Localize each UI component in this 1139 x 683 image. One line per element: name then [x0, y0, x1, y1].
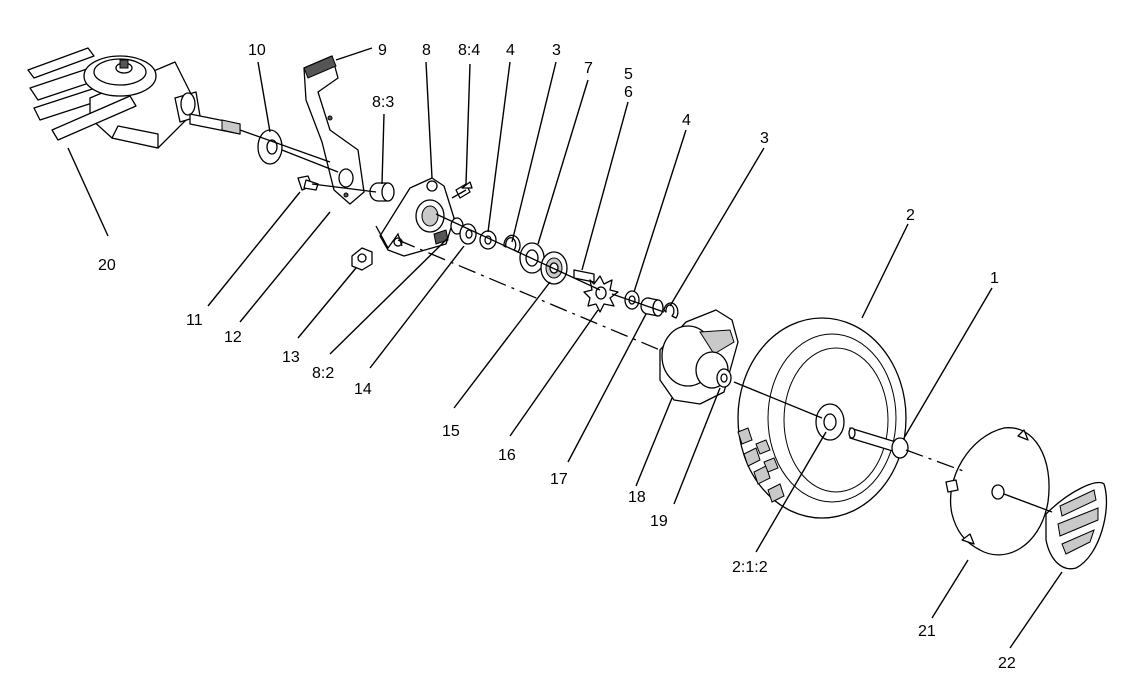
part-19-bushing	[716, 368, 732, 388]
part-10-washer	[257, 129, 283, 165]
callout-5: 5	[624, 66, 633, 83]
callout-22: 22	[998, 655, 1016, 672]
callout-18: 18	[628, 489, 646, 506]
callout-8-4: 8:4	[458, 42, 480, 59]
leader-4a	[487, 61, 511, 233]
leader-11	[207, 191, 301, 307]
leader-8-2	[329, 237, 449, 355]
callout-6: 6	[624, 84, 633, 101]
leader-8-4	[465, 63, 471, 185]
part-21-hubcap-plate	[945, 427, 1050, 556]
part-20-transmission	[27, 47, 241, 149]
leader-19	[673, 387, 721, 505]
leader-3b	[669, 147, 765, 307]
part-22-wheel-cap	[1045, 481, 1108, 570]
leader-9	[335, 47, 373, 61]
leader-12	[239, 211, 331, 323]
callout-2: 2	[906, 207, 915, 224]
callout-12: 12	[224, 329, 242, 346]
callout-11: 11	[186, 312, 203, 329]
leader-15	[453, 281, 551, 409]
callout-19: 19	[650, 513, 668, 530]
callout-15: 15	[442, 423, 460, 440]
callout-17: 17	[550, 471, 568, 488]
callout-21: 21	[918, 623, 936, 640]
part-11-bolt	[297, 175, 319, 191]
leader-1	[903, 287, 993, 439]
leader-21	[931, 559, 969, 619]
part-4-washer-outer	[624, 290, 640, 310]
callout-7: 7	[584, 60, 593, 77]
leader-10	[257, 61, 271, 133]
callout-1: 1	[990, 270, 999, 287]
leader-5-6	[581, 101, 629, 271]
leader-lines	[67, 47, 1063, 649]
callout-8-3: 8:3	[372, 94, 394, 111]
leader-16	[509, 309, 599, 437]
part-15-bearing	[540, 251, 568, 285]
leader-2-1-2	[755, 431, 827, 553]
part-3-clip-outer	[663, 302, 679, 319]
leader-14	[369, 245, 465, 369]
part-8-4-fitting	[455, 181, 473, 199]
leader-22	[1009, 571, 1063, 649]
callout-4a: 4	[506, 42, 515, 59]
part-1-axle-bolt	[848, 427, 909, 459]
callout-labels: 10 9 8 8:4 4 3 7 5 6 8:3 4 3 2 1 20 11 1…	[98, 42, 1016, 672]
leader-2	[861, 223, 909, 319]
part-13-nut	[351, 247, 373, 271]
leader-3a	[511, 61, 557, 243]
part-8-3-spacer	[369, 182, 395, 202]
callout-8: 8	[422, 42, 431, 59]
callout-3b: 3	[760, 130, 769, 147]
callout-8-2: 8:2	[312, 365, 334, 382]
callout-9: 9	[378, 42, 387, 59]
callout-4b: 4	[682, 112, 691, 129]
leader-8-3	[381, 113, 385, 185]
part-18-cup	[659, 309, 739, 405]
callout-20: 20	[98, 257, 116, 274]
leader-13	[297, 267, 357, 339]
callout-16: 16	[498, 447, 516, 464]
leader-20	[67, 147, 109, 237]
leader-4b	[633, 129, 687, 293]
part-17-bushing	[640, 297, 664, 317]
leader-18	[635, 397, 673, 487]
assembly-axis-lines	[239, 129, 1053, 513]
callout-2-1-2: 2:1:2	[732, 559, 768, 576]
leader-7	[537, 79, 589, 245]
part-9-bracket	[303, 55, 365, 205]
part-5-6-key	[573, 269, 595, 283]
callout-14: 14	[354, 381, 372, 398]
callout-10: 10	[248, 42, 266, 59]
callout-13: 13	[282, 349, 300, 366]
leader-8	[425, 61, 433, 179]
callout-3a: 3	[552, 42, 561, 59]
leader-17	[567, 313, 647, 463]
